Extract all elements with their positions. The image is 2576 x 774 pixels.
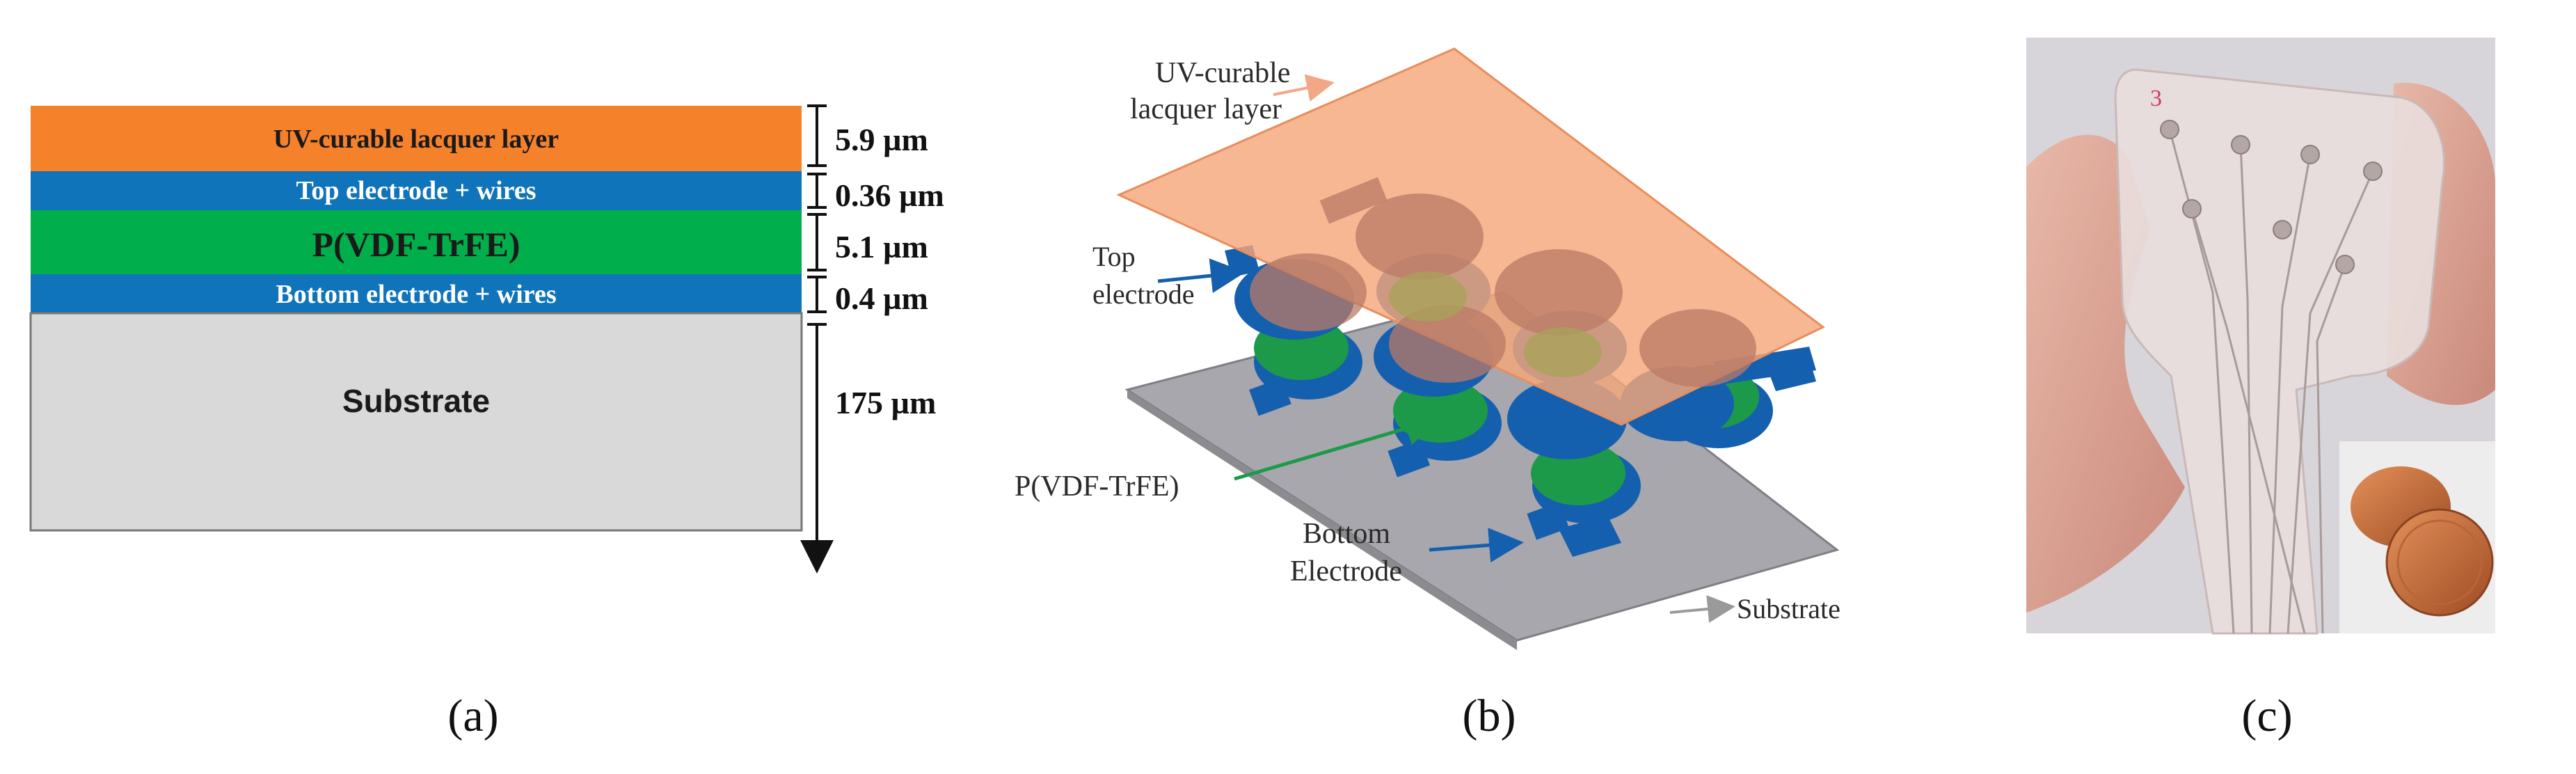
thickness-pvdf: 5.1 µm (835, 229, 928, 264)
sensor-wires (2168, 129, 2374, 634)
coin-front-rim (2396, 519, 2483, 606)
label-top-line1: Top (1092, 241, 1136, 272)
thickness-lacquer: 5.9 µm (835, 122, 928, 157)
thickness-top-electrode: 0.36 µm (835, 177, 944, 213)
lacquer-arrow (1273, 74, 1335, 102)
thickness-bottom-electrode: 0.4 µm (835, 281, 928, 316)
label-bottom-line2: Electrode (1290, 555, 1402, 587)
layer-top-electrode (31, 171, 802, 210)
substrate-sheet-edge (1127, 390, 1517, 650)
layer-label-lacquer: UV-curable lacquer layer (273, 125, 559, 154)
lacquer-shadow-discs (1250, 177, 1756, 387)
layer-lacquer (31, 106, 802, 171)
panel-c: 3 (c) (2026, 38, 2495, 741)
caption-b: (b) (1463, 690, 1516, 741)
caption-a: (a) (447, 690, 498, 741)
layer-substrate (29, 312, 803, 532)
coin-front (2385, 508, 2494, 617)
substrate-arrow (1669, 595, 1735, 623)
lacquer-green-discs (1389, 271, 1602, 377)
hand (2026, 134, 2185, 613)
label-top-line2: electrode (1092, 278, 1195, 310)
top-electrode-arrow (1157, 258, 1246, 293)
label-bottom-line1: Bottom (1303, 518, 1390, 550)
layer-label-bottom-electrode: Bottom electrode + wires (276, 280, 556, 309)
bottom-electrode-arrow (1429, 528, 1524, 563)
sensor-number: 3 (2150, 86, 2162, 111)
layer-label-pvdf: P(VDF-TrFE) (312, 225, 520, 264)
label-lacquer-line1: UV-curable (1155, 57, 1290, 89)
pvdf-arrow (1234, 411, 1440, 481)
label-lacquer-line2: lacquer layer (1130, 93, 1282, 125)
sensor-pads (2160, 120, 2383, 274)
label-substrate: Substrate (1737, 593, 1840, 624)
panel-a: UV-curable lacquer layer Top electrode +… (29, 104, 944, 741)
dimension-markers (800, 104, 834, 574)
layer-label-top-electrode: Top electrode + wires (296, 176, 536, 205)
thickness-substrate: 175 µm (835, 385, 936, 420)
panel-b: UV-curable lacquer layer Top electrode P… (1015, 47, 1840, 741)
caption-c: (c) (2241, 690, 2292, 741)
layer-bottom-electrode (31, 274, 802, 313)
layer-label-substrate: Substrate (342, 383, 490, 419)
label-pvdf: P(VDF-TrFE) (1015, 471, 1179, 503)
layer-pvdf (31, 210, 802, 274)
